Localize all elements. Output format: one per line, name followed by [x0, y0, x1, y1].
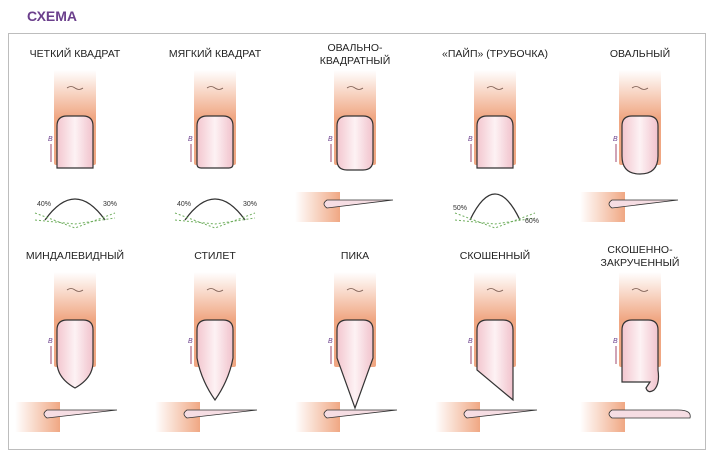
shape-label: СКОШЕННЫЙ — [459, 250, 531, 262]
shape-label: ЧЕТКИЙ КВАДРАТ — [29, 48, 121, 60]
nail-shape-slant: СКОШЕННЫЙ B — [425, 250, 565, 450]
diagram-frame — [8, 33, 706, 450]
nail-outline — [56, 115, 94, 169]
length-arrow-icon: B — [328, 136, 333, 162]
cross-section-diagram: 40% 30% — [174, 198, 257, 229]
shape-label: МЯГКИЙ КВАДРАТ — [168, 48, 262, 60]
length-arrow-icon: B — [188, 338, 193, 364]
nail-outline — [621, 115, 659, 175]
svg-text:B: B — [328, 136, 333, 143]
shape-label: ОВАЛЬНО- КВАДРАТНЫЙ — [319, 42, 391, 67]
side-view-diagram — [155, 402, 258, 432]
nail-shape-pipe: «ПАЙП» (ТРУБОЧКА) B 50% 60% — [425, 48, 565, 248]
svg-text:B: B — [48, 136, 53, 143]
nail-illustration: B — [435, 272, 538, 432]
length-arrow-icon: B — [613, 136, 618, 162]
length-arrow-icon: B — [468, 338, 473, 364]
length-arrow-icon: B — [48, 136, 53, 162]
length-arrow-icon: B — [468, 136, 473, 162]
nail-illustration: B 40% 30% — [34, 70, 117, 229]
nail-shape-soft: МЯГКИЙ КВАДРАТ B 40% 30% — [145, 48, 285, 248]
shape-label: «ПАЙП» (ТРУБОЧКА) — [442, 48, 548, 60]
nail-illustration: B 50% 60% — [453, 70, 539, 229]
length-arrow-icon: B — [328, 338, 333, 364]
left-percent-label: 40% — [37, 201, 51, 208]
nail-outline — [476, 115, 514, 169]
svg-text:B: B — [188, 338, 193, 345]
nail-illustration: B 40% 30% — [174, 70, 257, 229]
nail-outline — [476, 319, 514, 402]
side-view-diagram — [295, 192, 394, 222]
shape-label: МИНДАЛЕВИДНЫЙ — [25, 250, 125, 262]
shape-label: ОВАЛЬНЫЙ — [609, 48, 671, 60]
svg-text:B: B — [613, 338, 618, 345]
right-percent-label: 30% — [243, 201, 257, 208]
cross-section-diagram: 40% 30% — [34, 198, 117, 229]
nail-illustration: B — [580, 272, 691, 432]
right-percent-label: 30% — [103, 201, 117, 208]
nail-outline — [56, 319, 94, 389]
nail-outline — [196, 115, 234, 169]
svg-text:B: B — [468, 338, 473, 345]
left-percent-label: 40% — [177, 201, 191, 208]
nail-illustration: B — [155, 272, 258, 432]
nail-shape-sq: ЧЕТКИЙ КВАДРАТ B 40% 30% — [5, 48, 145, 248]
nail-shape-stiletto: СТИЛЕТ B — [145, 250, 285, 450]
nail-illustration: B — [580, 70, 679, 222]
side-view-diagram — [435, 402, 538, 432]
length-arrow-icon: B — [48, 338, 53, 364]
left-percent-label: 50% — [453, 205, 467, 212]
nail-illustration: B — [295, 70, 394, 222]
nail-shape-pika: ПИКА B — [285, 250, 425, 450]
svg-text:B: B — [468, 136, 473, 143]
section-title: СХЕМА — [27, 8, 78, 24]
svg-text:B: B — [48, 338, 53, 345]
nail-shape-almond: МИНДАЛЕВИДНЫЙ B — [5, 250, 145, 450]
length-arrow-icon: B — [188, 136, 193, 162]
shape-label: ПИКА — [340, 250, 370, 262]
side-view-diagram — [295, 402, 398, 432]
shape-label: СКОШЕННО- ЗАКРУЧЕННЫЙ — [600, 244, 680, 269]
nail-outline — [336, 115, 374, 171]
side-view-diagram — [580, 402, 691, 432]
nail-shape-oval: ОВАЛЬНЫЙ B — [570, 48, 710, 248]
nail-outline — [196, 319, 234, 402]
length-arrow-icon: B — [613, 338, 618, 364]
nail-shape-curl: СКОШЕННО- ЗАКРУЧЕННЫЙ B — [570, 244, 710, 450]
nail-illustration: B — [295, 272, 398, 432]
svg-text:B: B — [188, 136, 193, 143]
shape-label: СТИЛЕТ — [194, 250, 236, 262]
svg-text:B: B — [613, 136, 618, 143]
nail-shape-ovsq: ОВАЛЬНО- КВАДРАТНЫЙ B — [285, 42, 425, 248]
nail-illustration: B — [15, 272, 118, 432]
svg-text:B: B — [328, 338, 333, 345]
cross-section-diagram: 50% 60% — [453, 193, 539, 229]
side-view-diagram — [15, 402, 118, 432]
nail-outline — [621, 319, 660, 393]
nail-outline — [336, 319, 374, 410]
side-view-diagram — [580, 192, 679, 222]
right-percent-label: 60% — [525, 218, 539, 225]
